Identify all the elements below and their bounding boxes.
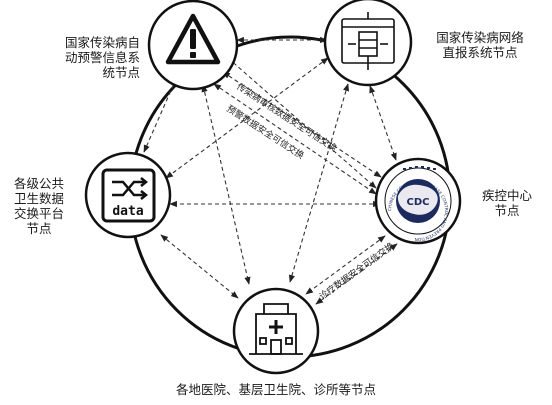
label-report-line-2: 直报系统节点 — [442, 45, 518, 60]
label-exchange-line-4: 节点 — [26, 221, 52, 236]
node-alert — [147, 0, 239, 91]
data-exchange-icon: data — [101, 168, 156, 223]
link-cdc-hospital-b — [315, 243, 398, 305]
node-report — [323, 0, 413, 87]
label-report-line-1: 国家传染病网络 — [436, 30, 524, 45]
label-cdc: 疾控中心 节点 — [472, 188, 542, 218]
label-report: 国家传染病网络 直报系统节点 — [418, 30, 542, 60]
exchange-icon-text: data — [112, 204, 143, 219]
label-exchange-line-3: 交换平台 — [13, 206, 64, 221]
label-alert-line-2: 动预警信息系 — [64, 50, 140, 65]
label-hospital: 各地医院、基层卫生院、诊所等节点 — [126, 382, 426, 397]
label-exchange-line-1: 各级公共 — [13, 176, 64, 191]
label-exchange-line-2: 卫生数据 — [13, 191, 64, 206]
cdc-top-ring-marks — [403, 166, 436, 170]
label-alert: 国家传染病自 动预警信息系 统节点 — [30, 35, 140, 80]
label-exchange: 各级公共 卫生数据 交换平台 节点 — [6, 176, 72, 236]
label-alert-line-3: 统节点 — [102, 65, 140, 80]
link-alert-hospital — [201, 84, 251, 285]
edge-label-warning-exchange: 预警数据安全可信交换 — [224, 102, 306, 161]
link-report-review-b — [213, 83, 377, 195]
cdc-logo-text: CDC — [407, 197, 430, 208]
node-hospital — [232, 287, 320, 375]
label-alert-line-1: 国家传染病自 — [64, 35, 140, 50]
server-report-icon — [341, 12, 395, 70]
label-cdc-line-1: 疾控中心 — [481, 188, 532, 203]
label-hospital-line-1: 各地医院、基层卫生院、诊所等节点 — [175, 382, 376, 397]
links — [143, 36, 398, 305]
link-exchange-hospital — [160, 234, 239, 299]
label-cdc-line-2: 节点 — [494, 203, 520, 218]
hospital-icon — [249, 303, 303, 355]
link-report-cdc — [369, 85, 397, 161]
node-cdc: CDC CHINESE CENTER FOR DISEASE CONTROL A… — [374, 157, 462, 245]
edge-label-medical-exchange: 诊疗数据安全可信交换 — [317, 240, 397, 303]
link-report-hospital — [288, 83, 350, 283]
warning-triangle-icon — [165, 13, 221, 65]
node-exchange: data — [84, 151, 172, 239]
